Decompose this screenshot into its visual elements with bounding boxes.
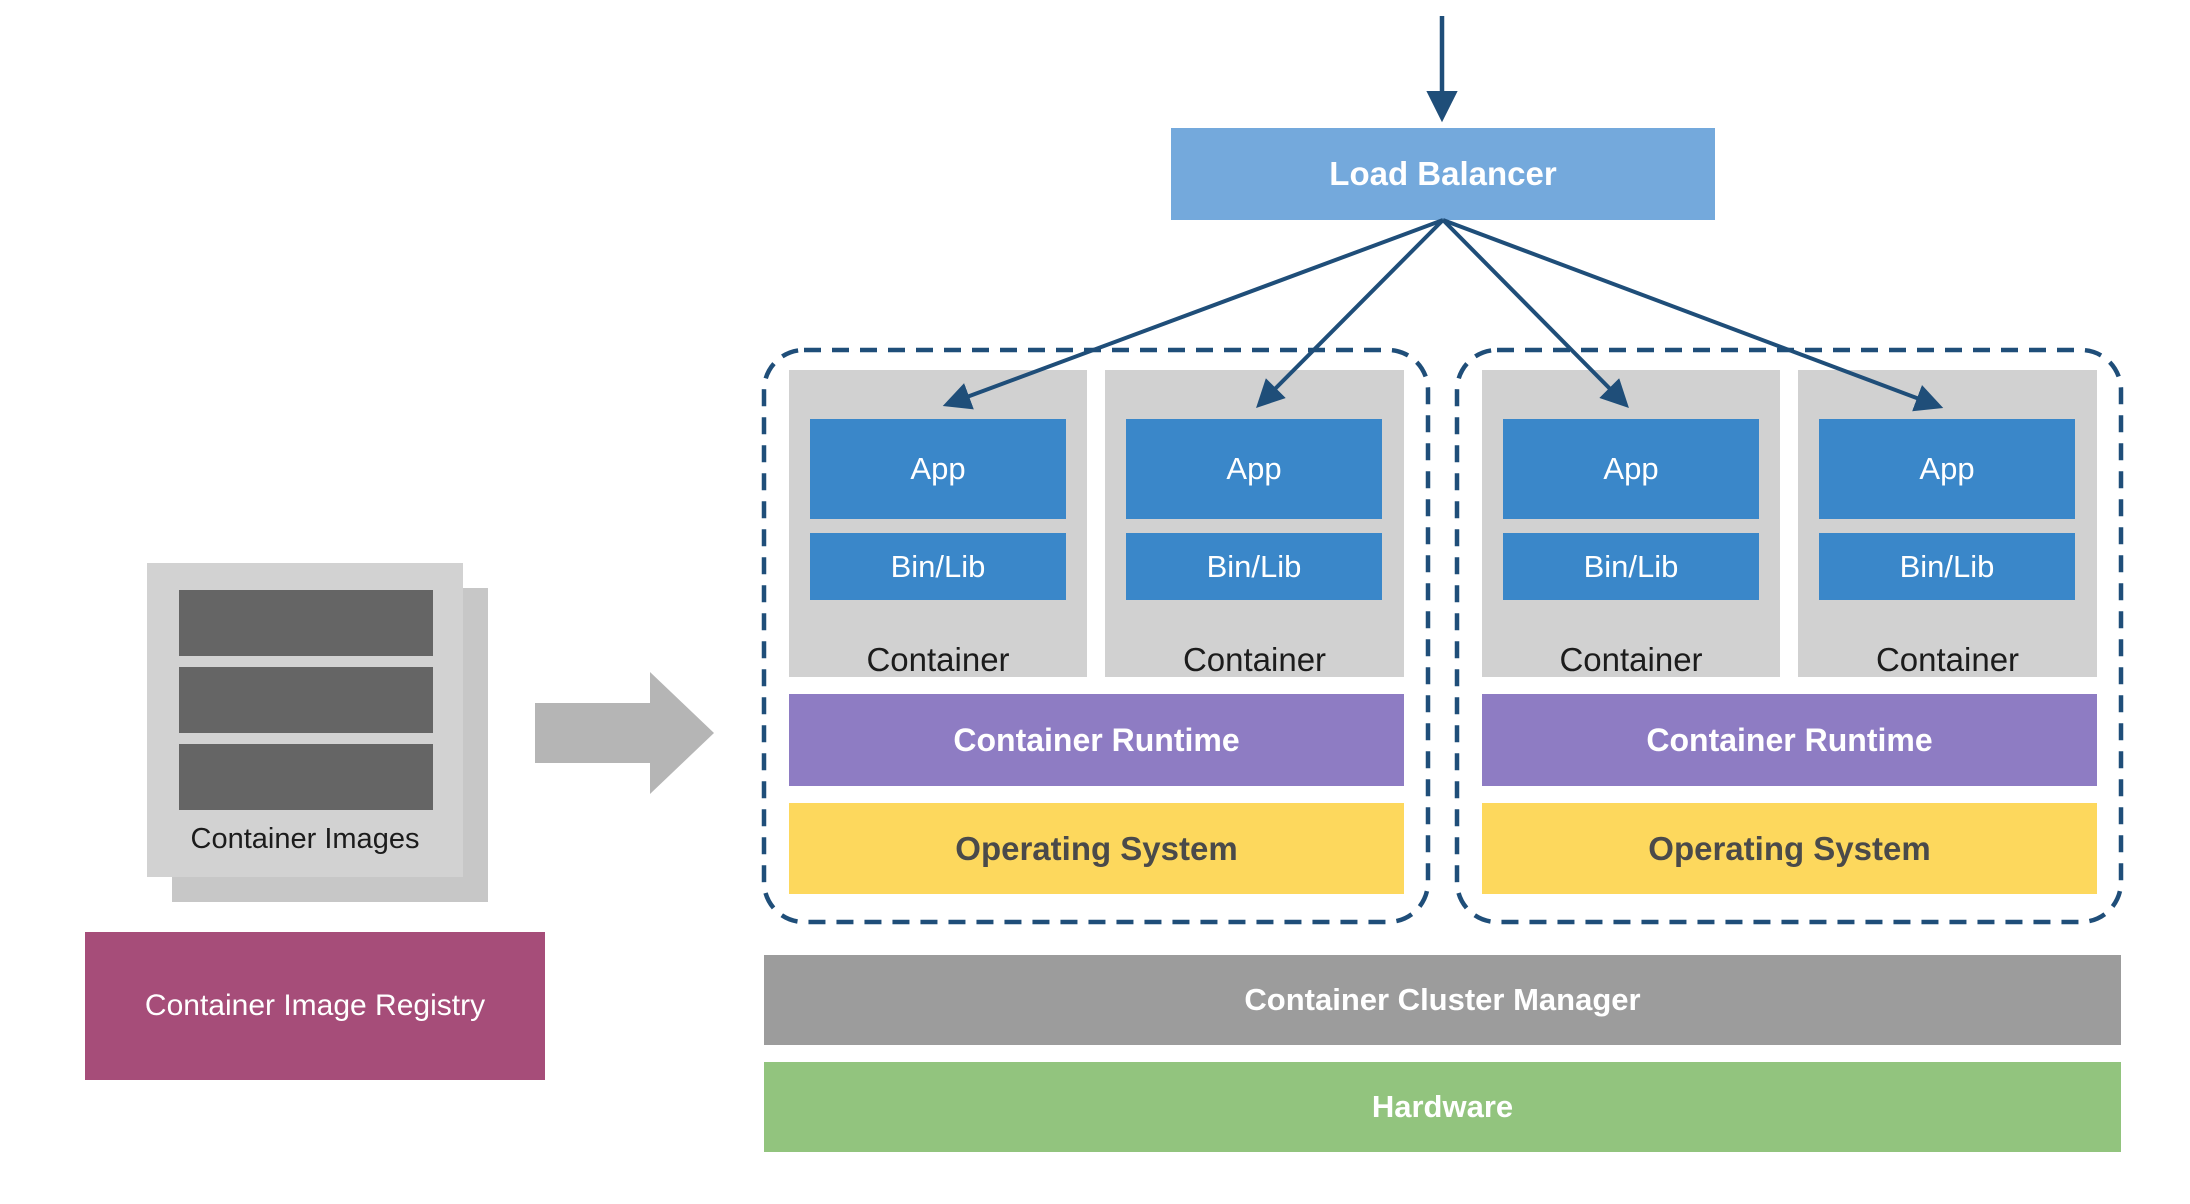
image-layer-bar (179, 744, 433, 810)
container-runtime-bar: Container Runtime (1482, 694, 2097, 786)
binlib-box: Bin/Lib (1819, 533, 2075, 600)
image-layer-bar (179, 667, 433, 733)
app-box: App (1126, 419, 1382, 519)
container-box: App Bin/Lib Container (1105, 370, 1404, 678)
container-image-registry-box: Container Image Registry (85, 932, 545, 1080)
container-label: Container (1182, 641, 1327, 678)
container-label: Container (866, 641, 1010, 678)
container-images-label: Container Images (190, 823, 420, 855)
flow-arrow-icon (535, 672, 714, 794)
hardware-bar: Hardware (764, 1062, 2121, 1152)
operating-system-bar: Operating System (1482, 803, 2097, 894)
worker-node-cluster-1: App Bin/Lib Container App Bin/Lib Contai… (764, 350, 1428, 922)
app-box: App (810, 419, 1066, 519)
container-box: App Bin/Lib Container (789, 370, 1087, 678)
image-layer-bar (179, 590, 433, 656)
binlib-box: Bin/Lib (810, 533, 1066, 600)
container-image-card: Container Images (147, 563, 463, 877)
worker-node-cluster-2: App Bin/Lib Container App Bin/Lib Contai… (1457, 350, 2121, 922)
app-box: App (1819, 419, 2075, 519)
container-label: Container (1875, 641, 2020, 678)
binlib-box: Bin/Lib (1126, 533, 1382, 600)
operating-system-bar: Operating System (789, 803, 1404, 894)
container-box: App Bin/Lib Container (1798, 370, 2097, 678)
container-box: App Bin/Lib Container (1482, 370, 1780, 678)
load-balancer-box: Load Balancer (1171, 128, 1715, 220)
binlib-box: Bin/Lib (1503, 533, 1759, 600)
container-cluster-manager-bar: Container Cluster Manager (764, 955, 2121, 1045)
app-box: App (1503, 419, 1759, 519)
container-label: Container (1559, 641, 1703, 678)
container-runtime-bar: Container Runtime (789, 694, 1404, 786)
